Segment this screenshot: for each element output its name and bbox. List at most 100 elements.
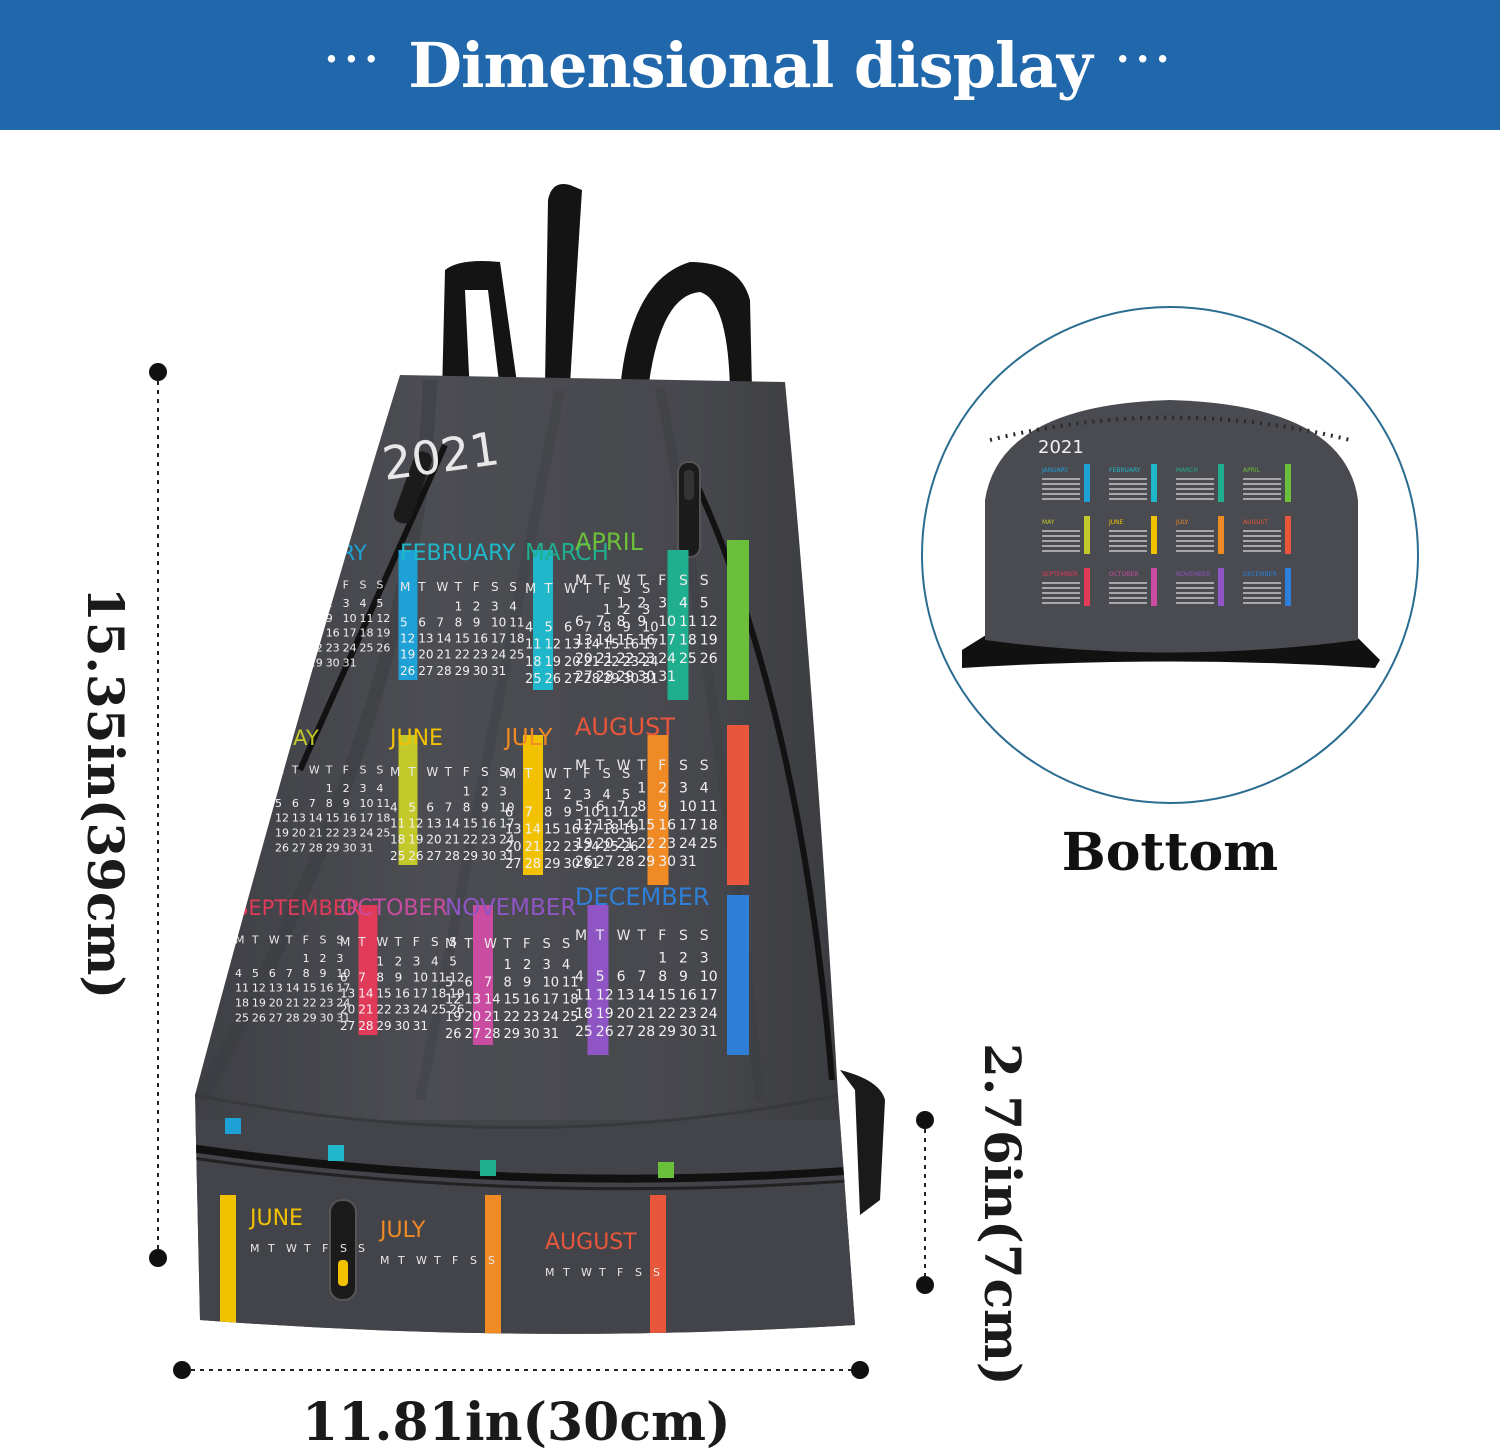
inset-calendar-month: MAY	[1042, 516, 1090, 554]
day-number: 27	[418, 664, 433, 678]
day-number: 9	[623, 620, 631, 635]
day-number: 7	[292, 612, 299, 625]
zipper-pull-icon	[393, 451, 432, 524]
inset-calendar-month: APRIL	[1243, 464, 1291, 502]
day-number: 3	[491, 599, 499, 613]
day-number: 23	[481, 833, 496, 847]
page-title: Dimensional display	[408, 28, 1093, 102]
day-row	[1042, 545, 1080, 547]
day-number: 8	[504, 975, 512, 990]
day-number: 29	[617, 669, 635, 685]
weekday-label: M	[390, 765, 400, 779]
day-number: 31	[642, 672, 659, 687]
day-number: 3	[642, 603, 650, 618]
day-number: 23	[326, 642, 340, 655]
day-number: 5	[545, 620, 553, 635]
month-name: OCTOBER	[1109, 571, 1138, 578]
day-number: 5	[449, 954, 457, 968]
day-number: 3	[336, 952, 343, 965]
height-label: 15.35in(39cm)	[76, 586, 135, 1000]
month-color-stripe	[667, 550, 689, 700]
day-number: 10	[543, 975, 560, 990]
day-row	[1109, 483, 1147, 485]
day-row	[1243, 540, 1281, 542]
day-number: 28	[596, 669, 614, 685]
day-number: 12	[545, 638, 562, 653]
weekday-label: S	[543, 937, 551, 952]
weekday-label: T	[267, 1242, 275, 1255]
day-number: 11	[679, 614, 697, 630]
day-number: 12	[449, 971, 464, 985]
month-name: FEBRUARY	[400, 541, 516, 566]
day-number: 26	[376, 642, 390, 655]
inset-calendar-month: OCTOBER	[1109, 568, 1157, 606]
day-number: 13	[418, 632, 433, 646]
day-row	[1042, 488, 1080, 490]
day-number: 26	[575, 854, 593, 870]
day-number: 13	[269, 982, 283, 995]
day-number: 30	[523, 1027, 540, 1042]
day-number: 12	[445, 993, 462, 1008]
weekday-label: T	[407, 765, 416, 779]
day-number: 8	[455, 616, 463, 630]
day-number: 16	[623, 638, 640, 653]
weekday-label: S	[340, 1242, 347, 1255]
weekday-label: T	[444, 765, 453, 779]
day-number: 7	[286, 967, 293, 980]
day-number: 3	[679, 781, 688, 797]
weekday-label: T	[417, 580, 426, 594]
month-name: NOVEMBER	[1176, 571, 1210, 578]
day-number: 8	[658, 969, 667, 985]
weekday-label: W	[564, 582, 577, 597]
day-number: 16	[564, 823, 581, 838]
day-number: 23	[623, 655, 640, 670]
day-number: 21	[596, 651, 614, 667]
day-row	[1176, 493, 1214, 495]
color-marker	[225, 1118, 241, 1134]
day-number: 8	[544, 805, 552, 820]
day-number: 7	[617, 799, 626, 815]
day-row	[1243, 493, 1281, 495]
day-number: 1	[504, 958, 512, 973]
day-number: 24	[360, 827, 374, 840]
day-number: 17	[360, 812, 374, 825]
day-number: 13	[340, 987, 355, 1001]
day-number: 21	[617, 836, 635, 852]
day-number: 3	[658, 596, 667, 612]
day-number: 15	[617, 632, 635, 648]
month-name: MAY	[275, 726, 319, 750]
day-number: 22	[303, 997, 317, 1010]
day-row	[1176, 535, 1214, 537]
weekday-label: S	[376, 579, 383, 592]
day-number: 19	[400, 648, 415, 662]
day-number: 31	[343, 657, 357, 670]
day-number: 4	[525, 620, 533, 635]
day-row	[1176, 597, 1214, 599]
weekday-label: S	[635, 1266, 642, 1279]
day-number: 20	[340, 1003, 355, 1017]
day-number: 7	[484, 975, 492, 990]
day-number: 11	[235, 982, 249, 995]
day-number: 29	[637, 854, 655, 870]
day-row	[1176, 530, 1214, 532]
day-number: 14	[445, 817, 460, 831]
day-number: 11	[603, 805, 620, 820]
weekday-label: M	[235, 934, 245, 947]
weekday-label: T	[251, 934, 259, 947]
day-number: 25	[562, 1010, 579, 1025]
day-number: 7	[525, 805, 533, 820]
color-marker	[480, 1160, 496, 1176]
inset-calendar-month: NOVEMBER	[1176, 568, 1224, 606]
day-row	[1109, 535, 1147, 537]
day-number: 7	[637, 969, 646, 985]
month-name: MARCH	[525, 540, 609, 566]
day-number: 10	[360, 797, 374, 810]
day-row	[1042, 530, 1080, 532]
day-number: 2	[623, 603, 631, 618]
weekday-label: T	[544, 582, 553, 597]
day-number: 27	[617, 1024, 635, 1040]
day-number: 25	[360, 642, 374, 655]
day-row	[1109, 493, 1147, 495]
